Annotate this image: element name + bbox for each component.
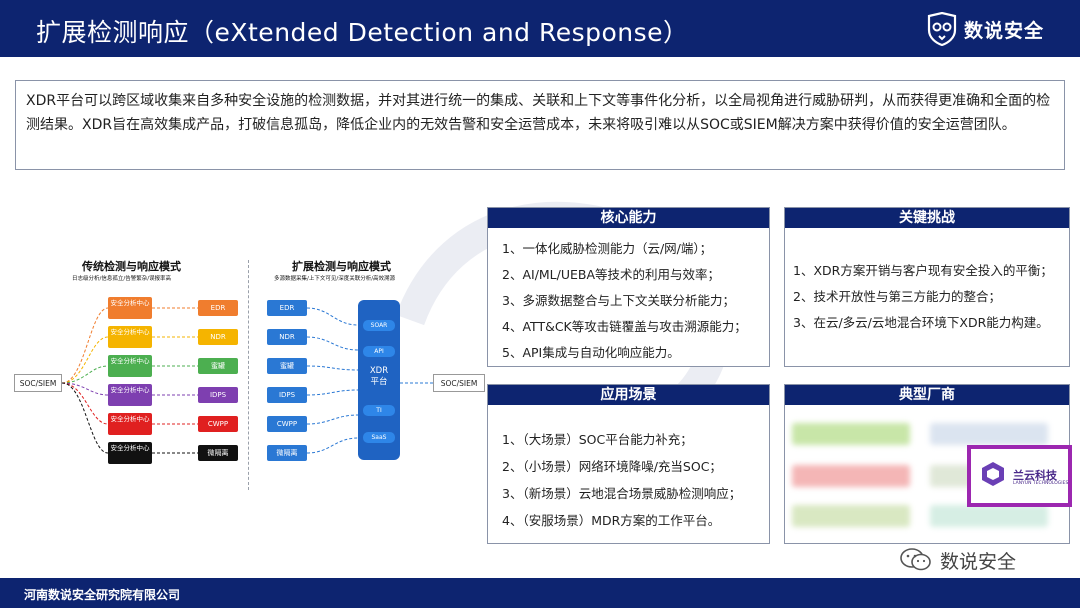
- lanyun-name: 兰云科技: [1013, 469, 1057, 482]
- list-item: 2、技术开放性与第三方能力的整合；: [793, 289, 1001, 304]
- list-item: 3、多源数据整合与上下文关联分析能力；: [502, 293, 735, 308]
- page-title: 扩展检测响应（eXtended Detection and Response）: [36, 18, 689, 47]
- xdr-platform-block: SOAR API XDR 平台 TI SaaS: [358, 300, 400, 460]
- list-item: 4、（安服场景）MDR方案的工作平台。: [502, 513, 721, 528]
- analysis-center-box: 安全分析中心: [108, 384, 152, 406]
- xdr-comparison-diagram: 传统检测与响应模式 日志级分析/信息孤立/告警繁杂/误报率高 扩展检测与响应模式…: [0, 250, 485, 490]
- panel-title: 典型厂商: [785, 385, 1069, 405]
- key-challenges-list: 1、XDR方案开销与客户现有安全投入的平衡； 2、技术开放性与第三方能力的整合；…: [793, 260, 1069, 331]
- application-scenarios-panel: 应用场景 1、（大场景）SOC平台能力补充； 2、（小场景）网络环境降噪/充当S…: [487, 384, 770, 544]
- analysis-center-box: 安全分析中心: [108, 442, 152, 464]
- extended-device-microseg: 微隔离: [267, 445, 307, 461]
- traditional-device-honeypot: 蜜罐: [198, 358, 238, 374]
- list-item: 2、AI/ML/UEBA等技术的利用与效率；: [502, 267, 721, 282]
- soc-siem-box-right: SOC/SIEM: [433, 374, 485, 392]
- traditional-subtitle: 日志级分析/信息孤立/告警繁杂/误报率高: [72, 276, 172, 282]
- traditional-device-ndr: NDR: [198, 329, 238, 345]
- lanyun-subtitle: LANYUN TECHNOLOGIES: [1013, 481, 1069, 486]
- panel-title: 关键挑战: [785, 208, 1069, 228]
- diagram-connectors: [61, 307, 433, 454]
- extended-device-ndr: NDR: [267, 329, 307, 345]
- analysis-center-box: 安全分析中心: [108, 297, 152, 319]
- list-item: 1、（大场景）SOC平台能力补充；: [502, 432, 693, 447]
- analysis-center-box: 安全分析中心: [108, 413, 152, 435]
- list-item: 1、XDR方案开销与客户现有安全投入的平衡；: [793, 263, 1053, 278]
- vendor-logo-blurred: [792, 423, 910, 445]
- diagram-divider: [248, 260, 249, 490]
- wechat-icon: [900, 548, 931, 571]
- xdr-tag-soar: SOAR: [363, 320, 395, 331]
- traditional-device-idps: IDPS: [198, 387, 238, 403]
- brand-logo: 数说安全: [926, 11, 1044, 47]
- extended-device-honeypot: 蜜罐: [267, 358, 307, 374]
- key-challenges-panel: 关键挑战 1、XDR方案开销与客户现有安全投入的平衡； 2、技术开放性与第三方能…: [784, 207, 1070, 367]
- list-item: 4、ATT&CK等攻击链覆盖与攻击溯源能力；: [502, 319, 747, 334]
- list-item: 5、API集成与自动化响应能力。: [502, 345, 680, 360]
- traditional-title: 传统检测与响应模式: [82, 260, 181, 273]
- lanyun-logo-icon: [982, 462, 1004, 486]
- traditional-device-microseg: 微隔离: [198, 445, 238, 461]
- footer-company: 河南数说安全研究院有限公司: [24, 588, 181, 602]
- xdr-label-line2: 平台: [370, 377, 388, 387]
- extended-title: 扩展检测与响应模式: [292, 260, 391, 273]
- list-item: 3、在云/多云/云地混合环境下XDR能力构建。: [793, 315, 1049, 330]
- core-capabilities-list: 1、一体化威胁检测能力（云/网/端）； 2、AI/ML/UEBA等技术的利用与效…: [502, 238, 769, 361]
- xdr-platform-label: XDR 平台: [358, 366, 400, 388]
- panel-title: 应用场景: [488, 385, 769, 405]
- vendor-logo-blurred: [930, 505, 1048, 527]
- traditional-device-edr: EDR: [198, 300, 238, 316]
- vendor-logo-blurred: [930, 423, 1048, 445]
- intro-paragraph: XDR平台可以跨区域收集来自多种安全设施的检测数据，并对其进行统一的集成、关联和…: [15, 80, 1065, 170]
- vendor-logo-blurred: [792, 505, 910, 527]
- header-bar: 扩展检测响应（eXtended Detection and Response） …: [0, 0, 1080, 57]
- highlighted-vendor-lanyun: 兰云科技 LANYUN TECHNOLOGIES: [967, 445, 1072, 507]
- soc-siem-box-left: SOC/SIEM: [14, 374, 62, 392]
- traditional-device-cwpp: CWPP: [198, 416, 238, 432]
- extended-subtitle: 多源数据采集/上下文可见/深度关联分析/高效溯源: [274, 276, 396, 282]
- wechat-label: 数说安全: [940, 550, 1017, 573]
- owl-shield-icon: [927, 12, 957, 46]
- brand-name: 数说安全: [964, 19, 1045, 42]
- footer-bar: 河南数说安全研究院有限公司: [0, 578, 1080, 608]
- list-item: 2、（小场景）网络环境降噪/充当SOC；: [502, 459, 722, 474]
- core-capabilities-panel: 核心能力 1、一体化威胁检测能力（云/网/端）； 2、AI/ML/UEBA等技术…: [487, 207, 770, 367]
- analysis-center-box: 安全分析中心: [108, 355, 152, 377]
- analysis-center-box: 安全分析中心: [108, 326, 152, 348]
- application-scenarios-list: 1、（大场景）SOC平台能力补充； 2、（小场景）网络环境降噪/充当SOC； 3…: [502, 429, 769, 529]
- extended-device-edr: EDR: [267, 300, 307, 316]
- wechat-watermark: 数说安全: [900, 545, 1016, 575]
- xdr-label-line1: XDR: [369, 366, 389, 376]
- xdr-tag-saas: SaaS: [363, 432, 395, 443]
- xdr-tag-ti: TI: [363, 405, 395, 416]
- list-item: 1、一体化威胁检测能力（云/网/端）；: [502, 241, 713, 256]
- xdr-tag-api: API: [363, 346, 395, 357]
- extended-device-cwpp: CWPP: [267, 416, 307, 432]
- vendor-logo-blurred: [792, 465, 910, 487]
- extended-device-idps: IDPS: [267, 387, 307, 403]
- panel-title: 核心能力: [488, 208, 769, 228]
- list-item: 3、（新场景）云地混合场景威胁检测响应；: [502, 486, 742, 501]
